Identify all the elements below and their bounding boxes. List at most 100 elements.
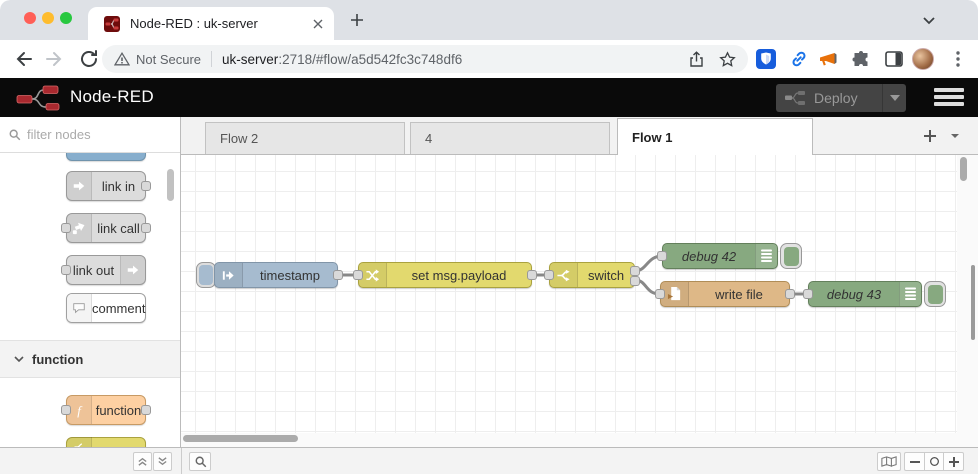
reload-button[interactable] bbox=[78, 48, 100, 70]
tab-flow-2[interactable]: Flow 2 bbox=[205, 122, 405, 154]
search-icon bbox=[195, 456, 206, 468]
caret-down-icon bbox=[889, 95, 900, 101]
side-panel-icon[interactable] bbox=[884, 49, 904, 69]
input-port[interactable] bbox=[61, 405, 71, 415]
output-port[interactable] bbox=[527, 270, 537, 280]
palette-scrollbar[interactable] bbox=[167, 169, 174, 201]
input-port[interactable] bbox=[353, 270, 363, 280]
map-icon bbox=[881, 456, 897, 467]
output-port[interactable] bbox=[333, 270, 343, 280]
browser-menu-icon[interactable] bbox=[951, 49, 965, 69]
fork-icon bbox=[550, 263, 578, 287]
link-extension-icon[interactable] bbox=[789, 49, 809, 69]
tab-label: Flow 2 bbox=[220, 131, 259, 146]
share-icon[interactable] bbox=[688, 50, 705, 68]
deploy-button[interactable]: Deploy bbox=[776, 84, 906, 112]
inject-button[interactable] bbox=[196, 262, 216, 288]
bookmark-star-icon[interactable] bbox=[719, 50, 736, 68]
output-port-2[interactable] bbox=[630, 276, 640, 286]
minus-icon bbox=[909, 460, 920, 463]
palette-collapse-button[interactable] bbox=[133, 452, 152, 471]
profile-avatar[interactable] bbox=[912, 48, 934, 70]
main-menu-button[interactable] bbox=[934, 86, 964, 108]
output-port[interactable] bbox=[785, 289, 795, 299]
palette-category-function[interactable]: function bbox=[0, 340, 180, 378]
search-icon bbox=[9, 129, 21, 141]
address-bar[interactable]: Not Secure uk-server:2718/#flow/a5d542fc… bbox=[102, 45, 748, 73]
tab-flow-4[interactable]: 4 bbox=[410, 122, 610, 154]
tab-close-icon[interactable] bbox=[312, 18, 324, 30]
palette-search-input[interactable] bbox=[27, 127, 167, 142]
debug-toggle-button[interactable] bbox=[924, 281, 946, 307]
node-debug-43[interactable]: debug 43 bbox=[808, 281, 922, 307]
palette-search[interactable] bbox=[0, 117, 180, 153]
input-port[interactable] bbox=[544, 270, 554, 280]
url-text[interactable]: uk-server:2718/#flow/a5d542fc3c748df6 bbox=[222, 52, 674, 67]
tab-search-chevron-icon[interactable] bbox=[920, 11, 938, 29]
palette-node-link-call[interactable]: link call bbox=[66, 213, 146, 243]
browser-tab[interactable]: Node-RED : uk-server bbox=[88, 7, 334, 40]
palette-node-label: function bbox=[95, 402, 142, 418]
footer-divider bbox=[181, 448, 182, 474]
add-flow-button[interactable] bbox=[921, 127, 939, 145]
security-label[interactable]: Not Secure bbox=[136, 51, 202, 67]
palette-node-label: link call bbox=[97, 220, 140, 236]
palette-node-link-out[interactable]: link out bbox=[66, 255, 146, 285]
node-inject[interactable]: timestamp bbox=[214, 262, 338, 288]
flow-canvas[interactable]: timestamp set msg.payload switch bbox=[181, 155, 978, 447]
palette-node-comment[interactable]: comment bbox=[66, 293, 146, 323]
zoom-out-button[interactable] bbox=[904, 452, 924, 471]
input-port[interactable] bbox=[61, 223, 71, 233]
node-switch[interactable]: switch bbox=[549, 262, 635, 288]
output-port[interactable] bbox=[141, 223, 151, 233]
not-secure-warning-icon[interactable] bbox=[114, 51, 130, 67]
canvas-horizontal-scrollbar[interactable] bbox=[183, 435, 298, 442]
macos-close-button[interactable] bbox=[24, 12, 36, 24]
page-scrollbar[interactable] bbox=[971, 265, 975, 340]
nodered-header: Node-RED Deploy bbox=[0, 78, 978, 117]
node-debug-42[interactable]: debug 42 bbox=[662, 243, 778, 269]
debug-toggle-button[interactable] bbox=[780, 243, 802, 269]
tab-label: 4 bbox=[425, 131, 433, 146]
new-tab-button[interactable] bbox=[348, 11, 366, 29]
output-port[interactable] bbox=[141, 405, 151, 415]
url-host: uk-server bbox=[222, 51, 279, 67]
zoom-in-button[interactable] bbox=[944, 452, 964, 471]
navigator-toggle-button[interactable] bbox=[877, 452, 901, 471]
node-change[interactable]: set msg.payload bbox=[358, 262, 532, 288]
palette-node-link-in[interactable]: link in bbox=[66, 171, 146, 201]
megaphone-extension-icon[interactable] bbox=[818, 49, 838, 69]
bitwarden-extension-icon[interactable] bbox=[756, 49, 776, 69]
macos-minimize-button[interactable] bbox=[42, 12, 54, 24]
zoom-reset-button[interactable] bbox=[924, 452, 944, 471]
canvas-vertical-scrollbar[interactable] bbox=[960, 157, 967, 181]
extensions-puzzle-icon[interactable] bbox=[851, 49, 871, 69]
palette-expand-button[interactable] bbox=[153, 452, 172, 471]
output-port[interactable] bbox=[141, 181, 151, 191]
input-port[interactable] bbox=[655, 289, 665, 299]
editor-footer bbox=[0, 447, 978, 474]
canvas-search-button[interactable] bbox=[189, 452, 211, 471]
input-port[interactable] bbox=[803, 289, 813, 299]
macos-zoom-button[interactable] bbox=[60, 12, 72, 24]
node-write-file[interactable]: write file bbox=[660, 281, 790, 307]
nodered-favicon bbox=[104, 15, 120, 32]
url-path: :2718/#flow/a5d542fc3c748df6 bbox=[278, 51, 463, 67]
brand-title: Node-RED bbox=[70, 87, 154, 106]
output-port-1[interactable] bbox=[630, 266, 640, 276]
flow-list-caret-icon[interactable] bbox=[949, 131, 961, 141]
palette-node-partial-bottom[interactable] bbox=[66, 437, 146, 447]
palette-scroll-area[interactable]: link in link call link out comment bbox=[0, 153, 180, 447]
deploy-options-button[interactable] bbox=[882, 84, 906, 112]
palette-node-function[interactable]: f function bbox=[66, 395, 146, 425]
input-port[interactable] bbox=[657, 251, 667, 261]
link-icon bbox=[120, 256, 145, 284]
node-label: debug 43 bbox=[826, 286, 882, 302]
palette-node-partial-top[interactable] bbox=[66, 153, 146, 161]
forward-button[interactable] bbox=[44, 48, 66, 70]
back-button[interactable] bbox=[12, 48, 34, 70]
input-port[interactable] bbox=[61, 265, 71, 275]
tab-flow-1[interactable]: Flow 1 bbox=[617, 118, 813, 155]
circle-icon bbox=[929, 457, 939, 466]
link-call-icon bbox=[67, 214, 92, 242]
